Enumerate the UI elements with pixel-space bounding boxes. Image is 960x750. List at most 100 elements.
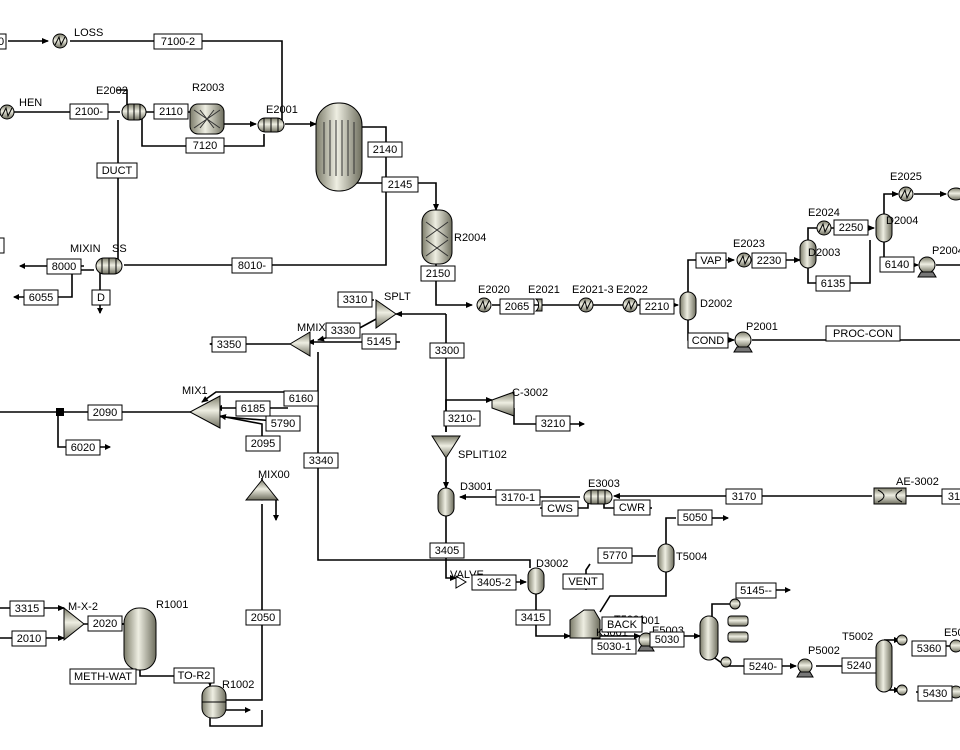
svg-text:2010: 2010	[17, 633, 41, 645]
heater-icon[interactable]	[52, 33, 68, 49]
heater-icon[interactable]	[534, 298, 543, 312]
unit-label-mix00: MIX00	[258, 469, 290, 481]
svg-text:2250: 2250	[839, 222, 863, 234]
svg-text:5145: 5145	[367, 336, 391, 348]
heat-exchanger-icon[interactable]	[121, 103, 147, 121]
unit-label-e2025: E2025	[890, 171, 922, 183]
heater-icon[interactable]	[578, 297, 594, 313]
unit-label-e2021: E2021	[528, 284, 560, 296]
column-icon[interactable]	[875, 639, 893, 693]
drum-icon[interactable]	[527, 567, 545, 595]
svg-text:6055: 6055	[29, 292, 53, 304]
stream-box-3405: 3405	[429, 542, 465, 559]
product-icon	[947, 187, 960, 201]
stream-box-2150: 2150	[420, 265, 456, 282]
svg-text:0: 0	[0, 36, 4, 48]
svg-text:3210: 3210	[541, 418, 565, 430]
unit-label-p5002: P5002	[808, 645, 840, 657]
column-icon[interactable]	[657, 543, 675, 573]
stream-box-5770: 5770	[597, 547, 633, 564]
reactor-icon[interactable]	[189, 103, 225, 135]
unit-label-d2004: D2004	[886, 215, 918, 227]
reactor-icon[interactable]	[315, 102, 363, 192]
valve-icon[interactable]	[455, 575, 467, 589]
unit-label-e2024: E2024	[808, 207, 840, 219]
heat-exchanger-icon[interactable]	[95, 257, 123, 275]
unit-label-d3002: D3002	[536, 558, 568, 570]
svg-text:CWS: CWS	[547, 503, 573, 515]
drum-icon[interactable]	[799, 239, 817, 269]
stream-box-2095: 2095	[245, 435, 281, 452]
reactor-icon[interactable]	[421, 209, 453, 265]
svg-text:6140: 6140	[885, 259, 909, 271]
svg-text:3170: 3170	[732, 491, 756, 503]
unit-label-r2003: R2003	[192, 82, 224, 94]
mixer-icon[interactable]	[289, 331, 311, 357]
unit-label-loss: LOSS	[74, 27, 103, 39]
stream-box-2065: 2065	[499, 298, 535, 315]
svg-text:2150: 2150	[426, 268, 450, 280]
unit-label-mixin: MIXIN	[70, 243, 101, 255]
pump-icon[interactable]	[733, 331, 753, 353]
unit-label-e2002: E2002	[96, 85, 128, 97]
mixer-icon[interactable]	[63, 606, 85, 642]
heat-exchanger-icon[interactable]	[720, 598, 749, 668]
unit-label-p2004: P2004	[932, 245, 960, 257]
tank-icon[interactable]	[569, 609, 601, 639]
unit-label-mix1: MIX1	[182, 385, 208, 397]
heater-icon[interactable]	[476, 297, 492, 313]
column-icon[interactable]	[699, 615, 719, 661]
svg-text:3415: 3415	[521, 612, 545, 624]
svg-text:2230: 2230	[757, 255, 781, 267]
heat-exchanger-icon[interactable]	[257, 117, 285, 133]
air-cooler-icon[interactable]	[873, 487, 907, 505]
svg-text:5360: 5360	[917, 643, 941, 655]
unit-label-d3001: D3001	[460, 481, 492, 493]
stream-box-3315: 3315	[9, 600, 45, 617]
heater-icon[interactable]	[622, 297, 638, 313]
svg-text:3170-1: 3170-1	[501, 492, 535, 504]
stream-box-partial-0: 0	[0, 33, 7, 50]
drum-icon[interactable]	[679, 291, 697, 321]
mixer-icon[interactable]	[188, 395, 221, 429]
svg-text:6020: 6020	[71, 442, 95, 454]
stream-box-3340: 3340	[303, 452, 339, 469]
unit-label-ss: SS	[112, 243, 127, 255]
svg-text:3350: 3350	[217, 339, 241, 351]
splitter-icon[interactable]	[431, 435, 461, 459]
svg-text:5790: 5790	[271, 418, 295, 430]
svg-text:VAP: VAP	[700, 255, 721, 267]
stream-box-to-r2: TO-R2	[173, 667, 215, 684]
stream-box-5050: 5050	[677, 509, 713, 526]
pump-icon[interactable]	[796, 658, 814, 678]
heater-icon[interactable]	[736, 252, 752, 268]
drum-icon[interactable]	[875, 213, 893, 243]
heater-icon[interactable]	[896, 634, 960, 699]
drum-icon[interactable]	[201, 685, 227, 719]
heater-icon[interactable]	[816, 220, 832, 236]
unit-label-p2001: P2001	[746, 321, 778, 333]
reactor-icon[interactable]	[123, 607, 157, 671]
stream-box-back: BACK	[601, 616, 643, 633]
splitter-icon[interactable]	[375, 299, 397, 329]
unit-label-r1002: R1002	[222, 679, 254, 691]
heater-icon[interactable]	[898, 186, 914, 202]
svg-text:CWR: CWR	[619, 502, 645, 514]
drum-icon[interactable]	[437, 487, 455, 517]
svg-text:5145--: 5145--	[740, 585, 772, 597]
stream-box-2210: 2210	[639, 298, 675, 315]
unit-label-r2004: R2004	[454, 232, 486, 244]
stream-box-5030: 5030	[649, 631, 685, 648]
heater-icon[interactable]	[0, 104, 15, 120]
svg-text:D: D	[97, 292, 105, 304]
mixer-icon[interactable]	[244, 479, 280, 501]
heat-exchanger-icon[interactable]	[583, 489, 613, 505]
pump-icon[interactable]	[917, 256, 937, 278]
svg-text:5050: 5050	[683, 512, 707, 524]
svg-text:BACK: BACK	[607, 619, 638, 631]
svg-text:5240: 5240	[847, 660, 871, 672]
unit-label-d2003: D2003	[808, 247, 840, 259]
stream-box-5240: 5240	[841, 657, 877, 674]
compressor-icon[interactable]	[491, 391, 515, 417]
stream-box-5360: 5360	[911, 640, 947, 657]
